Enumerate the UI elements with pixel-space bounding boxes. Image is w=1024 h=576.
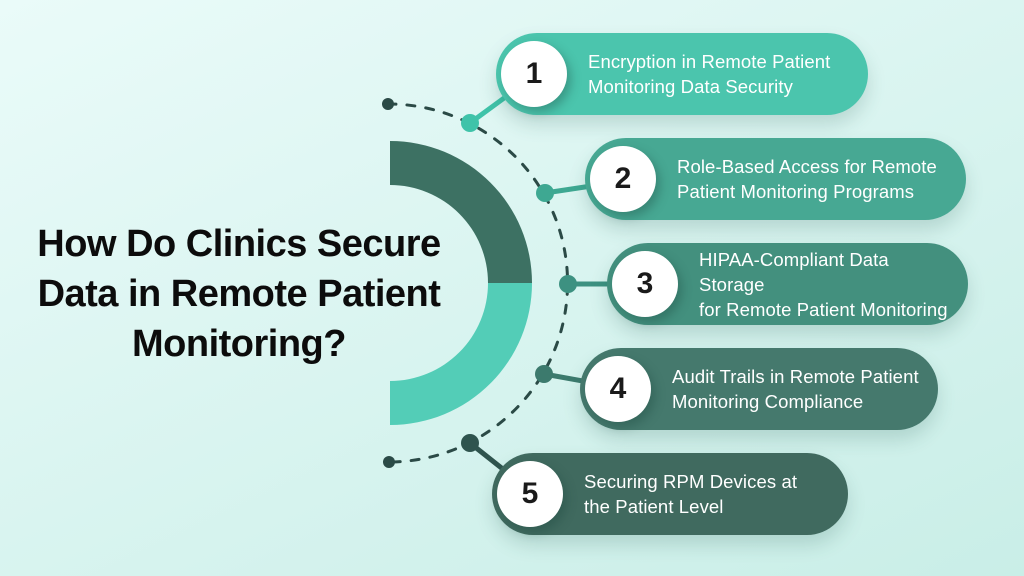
pill-label-line: Monitoring Data Security: [588, 76, 793, 97]
pill-item-3: 3 HIPAA-Compliant Data Storage for Remot…: [607, 243, 968, 325]
number-badge: 1: [501, 41, 567, 107]
pill-label: Audit Trails in Remote Patient Monitorin…: [672, 348, 926, 430]
number-badge: 5: [497, 461, 563, 527]
pill-label-line: Role-Based Access for Remote: [677, 156, 937, 177]
node-dot: [536, 184, 554, 202]
number-label: 3: [636, 267, 654, 300]
pill-label-line: Audit Trails in Remote Patient: [672, 366, 919, 387]
pill-item-2: 2 Role-Based Access for Remote Patient M…: [585, 138, 966, 220]
title-line: How Do Clinics Secure: [37, 223, 441, 265]
pill-label: Role-Based Access for Remote Patient Mon…: [677, 138, 954, 220]
pill-item-1: 1 Encryption in Remote Patient Monitorin…: [496, 33, 868, 115]
arc-end-dot-bottom: [383, 456, 395, 468]
pill-label: HIPAA-Compliant Data Storage for Remote …: [699, 243, 956, 325]
ring-top-segment: [390, 141, 532, 283]
pill-label-line: Monitoring Compliance: [672, 391, 864, 412]
pill-label: Securing RPM Devices at the Patient Leve…: [584, 453, 836, 535]
number-badge: 3: [612, 251, 678, 317]
pill-label-line: Securing RPM Devices at: [584, 471, 798, 492]
node-dot: [461, 114, 479, 132]
pill-item-5: 5 Securing RPM Devices at the Patient Le…: [492, 453, 848, 535]
number-badge: 2: [590, 146, 656, 212]
pill-label-line: Patient Monitoring Programs: [677, 181, 915, 202]
ring-bottom-segment: [390, 283, 532, 425]
arc-end-dot-top: [382, 98, 394, 110]
node-dot: [535, 365, 553, 383]
title-line: Data in Remote Patient: [37, 273, 441, 315]
pill-label-line: HIPAA-Compliant Data Storage: [699, 248, 889, 295]
number-badge: 4: [585, 356, 651, 422]
number-label: 4: [609, 372, 627, 405]
node-dot: [559, 275, 577, 293]
number-label: 5: [521, 477, 539, 510]
pill-label-line: Encryption in Remote Patient: [588, 51, 831, 72]
pill-label-line: for Remote Patient Monitoring: [699, 298, 948, 320]
number-label: 2: [614, 162, 632, 195]
number-label: 1: [525, 57, 543, 90]
node-dot: [461, 434, 479, 452]
pill-label: Encryption in Remote Patient Monitoring …: [588, 33, 856, 115]
page-title: How Do Clinics Secure Data in Remote Pat…: [0, 219, 478, 369]
pill-item-4: 4 Audit Trails in Remote Patient Monitor…: [580, 348, 938, 430]
pill-label-line: the Patient Level: [584, 496, 724, 517]
title-line: Monitoring?: [132, 323, 346, 365]
